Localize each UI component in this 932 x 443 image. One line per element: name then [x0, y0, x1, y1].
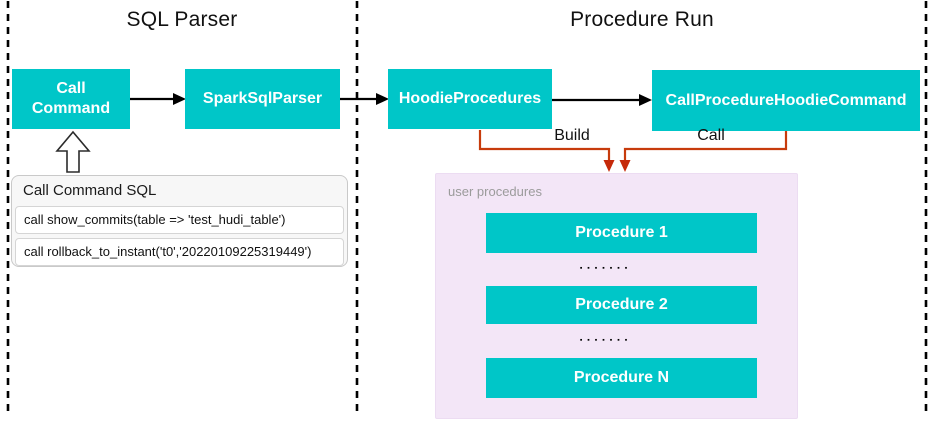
node-call-command-line2: Command [31, 100, 111, 117]
arrow-callcommand-to-sparksqlparser [130, 93, 186, 105]
user-procedures-label: user procedures [448, 184, 542, 199]
hollow-up-arrow-icon [55, 130, 91, 173]
sql-panel-header: Call Command SQL [23, 182, 157, 199]
node-sparksqlparser: SparkSqlParser [185, 69, 340, 129]
user-procedures-panel: user procedures Procedure 1 ▪▪▪▪▪▪▪ Proc… [435, 173, 798, 419]
section-title-sql-parser: SQL Parser [126, 8, 238, 31]
node-call-command-line1: Call [56, 80, 86, 97]
node-callprocedurehoodiecommand: CallProcedureHoodieCommand [652, 70, 920, 131]
node-procedure-2: Procedure 2 [486, 286, 757, 324]
node-call-command: Call Command [12, 69, 130, 129]
arrow-sparksqlparser-to-hoodieprocedures [340, 93, 389, 105]
arrow-hoodieprocedures-to-callprocedurehoodiecommand [552, 94, 652, 106]
node-hoodieprocedures: HoodieProcedures [388, 69, 552, 129]
node-procedure-n: Procedure N [486, 358, 757, 398]
build-arrowhead-icon [603, 160, 615, 172]
dots-separator: ▪▪▪▪▪▪▪ [579, 337, 633, 344]
sql-row-show-commits: call show_commits(table => 'test_hudi_ta… [15, 206, 344, 234]
node-procedure-1: Procedure 1 [486, 213, 757, 253]
edge-label-call: Call [697, 127, 725, 144]
sql-panel: Call Command SQL call show_commits(table… [11, 175, 348, 267]
edge-label-build: Build [554, 127, 590, 144]
sql-row-rollback-to-instant: call rollback_to_instant('t0','202201092… [15, 238, 344, 266]
section-title-procedure-run: Procedure Run [570, 8, 714, 31]
dots-separator: ▪▪▪▪▪▪▪ [579, 265, 633, 272]
call-arrowhead-icon [619, 160, 631, 172]
